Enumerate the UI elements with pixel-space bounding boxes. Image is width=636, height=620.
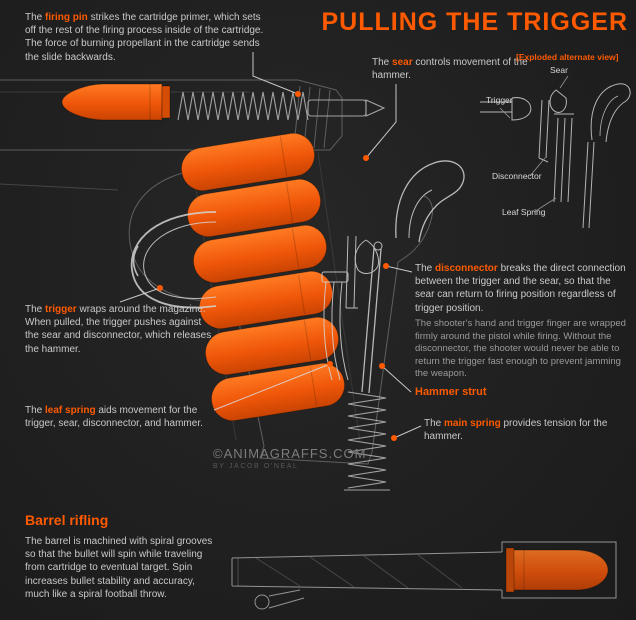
exploded-view-art [480,75,631,229]
leader-sear [365,84,397,159]
main-spring-note: The main spring provides tension for the… [424,417,634,443]
main-spring-note-pre: The [424,418,445,429]
slide-outline [0,79,343,151]
exploded-label-sear: Sear [550,65,568,75]
barrel-link [254,589,305,610]
barrel-rifling-heading: Barrel rifling [25,512,109,528]
hammer-strut-rods [361,247,382,394]
mini-strut [582,141,595,229]
watermark-byline: BY JACOB O'NEAL [213,463,299,470]
strut-pin [373,241,383,251]
disconnector-keyword: disconnector [435,263,498,274]
leaf-spring-bracket [321,271,349,283]
leaf-spring-note-pre: The [25,405,46,416]
trigger-note-post: wraps around the magazine. When pulled, … [25,304,212,355]
mini-label-leaders [499,75,569,213]
mini-trigger [480,97,532,121]
mini-sear [549,89,567,113]
hammer-outline [395,160,465,243]
trigger-shoe [132,245,139,277]
barrel-tube [231,551,503,591]
cartridge [204,316,340,376]
cartridge-body [61,83,163,121]
firing-pin-note: The firing pin strikes the cartridge pri… [25,11,267,64]
main-spring-coil [347,391,387,489]
cartridge [210,362,346,422]
leaf-spring-note: The leaf spring aids movement for the tr… [25,404,225,430]
mini-hammer [590,83,631,143]
leader-main-spring [393,425,422,439]
magazine-cartridges [180,132,346,422]
leader-firing-pin [252,52,299,95]
leaf-spring-keyword: leaf spring [45,405,96,416]
grip-bottom [259,445,373,465]
leaf-spring-blades [323,281,349,381]
main-spring-note-post: provides tension for the hammer. [424,418,608,443]
firing-pin-keyword: firing pin [45,12,88,23]
trigger-keyword: trigger [45,304,77,315]
disconnector-note-pre: The [415,263,436,274]
barrel-rifling-text: The barrel is machined with spiral groov… [25,536,213,600]
trigger-bow-inner [143,221,217,299]
sear-note-post: controls movement of the hammer. [372,57,528,82]
sear-note-pre: The [372,57,393,68]
sear-keyword: sear [392,57,413,68]
beavertail [397,195,433,263]
frame-line [0,183,119,191]
barrel-chamber [501,541,617,599]
exploded-view-title: [Exploded alternate view] [516,52,619,62]
recoil-spring-coil [177,91,309,121]
leader-leaf-spring [213,363,331,411]
exploded-label-leaf-spring: Leaf Spring [502,207,546,217]
mini-disconnector [538,99,550,163]
exploded-label-trigger: Trigger [486,95,513,105]
exploded-label-disconnector: Disconnector [492,171,542,181]
watermark-site: ©ANIMAGRAFFS.COM [213,446,367,461]
hammer-strut-label: Hammer strut [415,386,487,398]
cartridge-rim [161,85,171,119]
sear-note: The sear controls movement of the hammer… [372,56,540,82]
firing-pin-body [307,99,367,117]
cartridge [180,132,316,192]
leader-hammer-strut [381,365,412,393]
disconnector-note: The disconnector breaks the direct conne… [415,262,631,315]
leader-trigger [119,287,161,303]
cartridge [186,178,322,238]
main-spring-keyword: main spring [444,418,501,429]
disconnector-outline [345,235,358,309]
callout-dots [157,91,397,441]
trigger-note-pre: The [25,304,46,315]
callout-leader-lines [119,52,422,439]
trigger-bow-outer [130,211,217,309]
chambered-cartridge [61,83,171,121]
firing-pin-note-pre: The [25,12,46,23]
firing-pin-tip [365,99,386,117]
disconnector-note-post: breaks the direct connection between the… [415,263,626,314]
rifling-grooves [255,554,463,589]
mini-leaf-spring [553,113,574,203]
trigger-note: The trigger wraps around the magazine. W… [25,303,213,356]
sear-outline [354,239,379,274]
leader-disconnector [385,265,413,273]
mini-hammer-inner [599,95,619,137]
recoil-spring-assembly [177,91,386,121]
fire-control-mechanism [130,160,465,394]
shooter-note: The shooter's hand and trigger finger ar… [415,318,626,380]
watermark: ©ANIMAGRAFFS.COM BY JACOB O'NEAL [213,446,366,470]
cartridge [192,224,328,284]
hammer-inner [408,189,433,239]
barrel-art [231,541,617,610]
firing-pin-note-post: strikes the cartridge primer, which sets… [25,12,264,63]
main-spring [344,391,390,491]
page-title: PULLING THE TRIGGER [321,8,628,36]
cartridge [198,270,334,330]
leaf-spring-note-post: aids movement for the trigger, sear, dis… [25,405,203,430]
barrel-cartridge [505,547,609,593]
